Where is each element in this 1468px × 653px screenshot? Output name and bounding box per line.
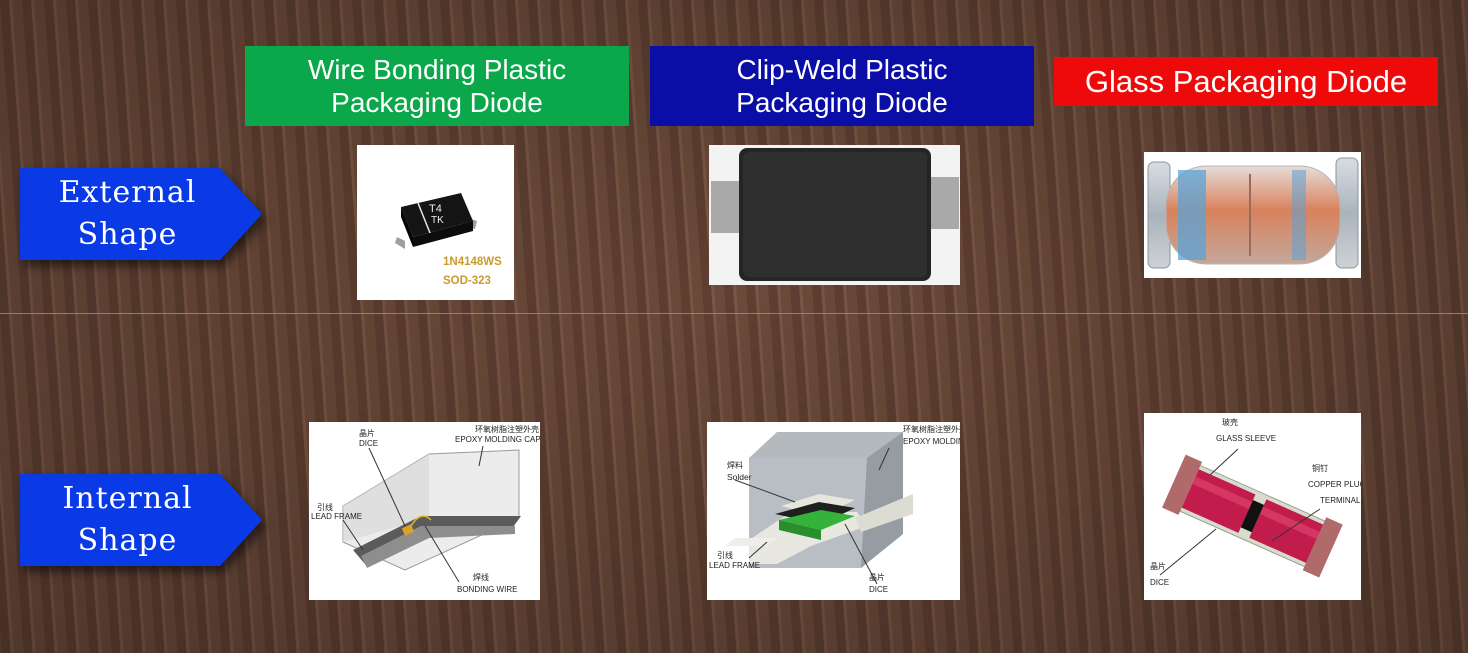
label-dice-cn: 晶片 [869, 572, 885, 582]
label-dice: DICE [1150, 578, 1169, 587]
label-dice: DICE [869, 585, 888, 594]
label-lead-cn: 引线 [317, 502, 333, 512]
label-plug-cn: 铜钉 [1312, 463, 1328, 473]
glass-diode-photo [1144, 152, 1361, 278]
wire-bonding-cross-section: 晶片 DICE 环氧树脂注塑外壳 EPOXY MOLDING CAP 引线 LE… [309, 422, 540, 600]
label-plug: COPPER PLUG [1308, 480, 1361, 489]
arrow-shape [20, 168, 262, 260]
arrow-shape [20, 474, 262, 566]
glass-cross-section: 玻壳 GLASS SLEEVE 铜钉 COPPER PLUG TERMINAL … [1144, 413, 1361, 600]
label-lead-cn: 引线 [717, 550, 733, 560]
label-wire: BONDING WIRE [457, 585, 517, 594]
label-lead: LEAD FRAME [709, 561, 760, 570]
label-dice-cn: 晶片 [359, 428, 375, 438]
clip-weld-photo [709, 145, 960, 285]
part-number: 1N4148WS [443, 256, 502, 268]
header-glass: Glass Packaging Diode [1054, 57, 1438, 106]
label-cap-cn: 环氧树脂注塑外壳 [475, 424, 539, 434]
label-lead: LEAD FRAME [311, 512, 362, 521]
label-wire-cn: 焊线 [473, 572, 489, 582]
package-name: SOD-323 [443, 275, 491, 287]
label-cap: EPOXY MOLDING CAP [903, 437, 960, 446]
label-sleeve: GLASS SLEEVE [1216, 434, 1276, 443]
label-cap: EPOXY MOLDING CAP [455, 435, 540, 444]
row-divider [0, 313, 1468, 314]
label-dice-cn: 晶片 [1150, 561, 1166, 571]
label-dice: DICE [359, 439, 378, 448]
marking-t4: T4 [429, 203, 442, 215]
label-sleeve-cn: 玻壳 [1222, 417, 1238, 427]
label-cap-cn: 环氧树脂注塑外壳 [903, 424, 960, 434]
label-solder: Solder [727, 472, 752, 482]
label-terminal: TERMINAL [1320, 496, 1361, 505]
label-solder-cn: 焊料 [727, 460, 743, 470]
marking-tk: TK [431, 215, 444, 226]
sod323-photo: T4 TK 1N4148WS SOD-323 [357, 145, 514, 300]
clip-weld-cross-section: 环氧树脂注塑外壳 EPOXY MOLDING CAP 焊料 Solder 引线 … [707, 422, 960, 600]
